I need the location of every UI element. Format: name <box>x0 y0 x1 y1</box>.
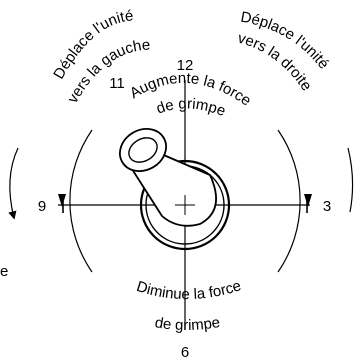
edge-text-fragment: e <box>0 263 8 280</box>
right-arc <box>278 130 300 272</box>
outer-right-arc <box>348 148 353 212</box>
clock-9-label: 9 <box>38 198 46 215</box>
clock-11-label: 11 <box>109 75 125 92</box>
bottom-caption-line1: Diminue la force <box>134 277 243 303</box>
joystick-lever <box>112 121 216 226</box>
top-caption-line2: de grimpe <box>154 95 228 120</box>
left-arc <box>70 130 92 272</box>
clock-3-label: 3 <box>323 198 331 215</box>
outer-left-arrow <box>10 148 18 218</box>
clock-6-label: 6 <box>181 344 189 361</box>
bottom-caption-line2: de grimpe <box>154 314 222 334</box>
